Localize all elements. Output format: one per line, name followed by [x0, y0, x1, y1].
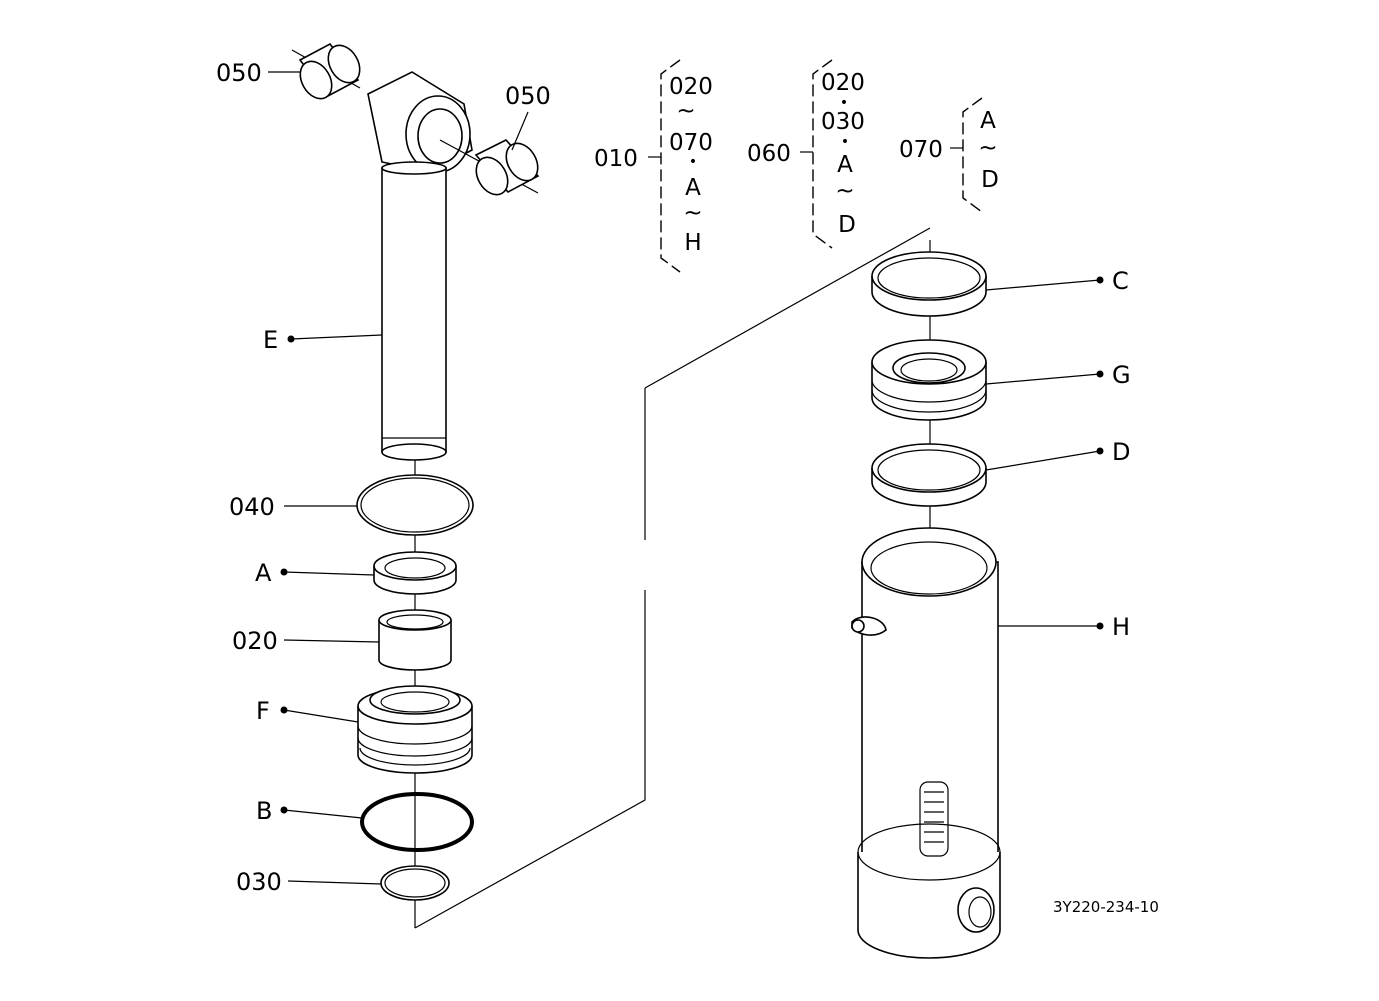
- leader-dot: [1096, 370, 1104, 378]
- group-060-line-4: •: [841, 134, 849, 150]
- leader-dot: [1096, 447, 1104, 455]
- group-060-line-3: 030: [821, 109, 865, 135]
- leader-dot: [280, 706, 288, 714]
- group-010-line-5: A: [685, 175, 701, 201]
- group-bracket-010: [660, 59, 681, 273]
- leader-line: [290, 334, 383, 340]
- rod-cover-f: [357, 685, 473, 774]
- leader-line: [287, 880, 382, 885]
- group-010-line-1: 020: [669, 74, 713, 100]
- group-010-line-7: H: [684, 230, 701, 256]
- label-050-left: 050: [216, 59, 262, 87]
- leader-dot: [280, 568, 288, 576]
- leader-line: [985, 279, 1101, 291]
- label-020: 020: [232, 627, 278, 655]
- group-label-060: 060: [747, 141, 791, 167]
- label-030: 030: [236, 868, 282, 896]
- rod-eye: [367, 71, 473, 173]
- bushing-050-right: [439, 139, 540, 196]
- ring-d: [871, 443, 987, 507]
- label-040: 040: [229, 493, 275, 521]
- group-010-line-4: •: [689, 154, 697, 170]
- leader-line: [283, 571, 375, 576]
- group-060-line-6: ~: [835, 178, 854, 204]
- group-010-line-2: ~: [676, 98, 695, 124]
- seal-kit-a: [373, 551, 457, 595]
- assembly-boundary-line: [414, 590, 646, 929]
- o-ring-b: [360, 792, 474, 852]
- piston-rod: [381, 161, 447, 461]
- leader-dot: [1096, 622, 1104, 630]
- label-a: A: [255, 559, 272, 587]
- leader-line: [283, 639, 380, 643]
- leader-dot: [280, 806, 288, 814]
- label-b: B: [256, 797, 272, 825]
- label-c: C: [1112, 267, 1129, 295]
- group-bracket-070: [962, 97, 983, 213]
- group-070-line-3: D: [981, 167, 999, 193]
- piston-g: [871, 339, 987, 421]
- label-f: F: [256, 697, 270, 725]
- group-010-line-6: ~: [683, 200, 702, 226]
- group-070-line-1: A: [980, 108, 996, 134]
- group-bracket-060: [812, 59, 833, 249]
- group-060-line-2: •: [840, 95, 848, 111]
- leader-line: [511, 111, 529, 151]
- ring-040: [356, 474, 474, 536]
- leader-line: [985, 373, 1101, 385]
- label-h: H: [1112, 613, 1130, 641]
- label-d: D: [1112, 438, 1130, 466]
- assembly-boundary-line: [644, 227, 931, 389]
- group-label-070: 070: [899, 137, 943, 163]
- group-060-line-5: A: [837, 152, 853, 178]
- label-050-right: 050: [505, 82, 551, 110]
- leader-line: [283, 809, 363, 819]
- leader-dot: [287, 335, 295, 343]
- group-label-010: 010: [594, 146, 638, 172]
- bushing-050-left: [291, 42, 361, 100]
- bushing-020: [378, 609, 452, 671]
- group-010-line-3: 070: [669, 130, 713, 156]
- label-g: G: [1112, 361, 1131, 389]
- leader-line: [985, 450, 1101, 471]
- leader-dot: [1096, 276, 1104, 284]
- ring-030: [380, 865, 450, 901]
- drawing-code: 3Y220-234-10: [1053, 898, 1159, 916]
- label-e: E: [263, 326, 278, 354]
- group-060-line-1: 020: [821, 70, 865, 96]
- cylinder-tube-h: [851, 527, 1001, 959]
- group-060-line-7: D: [838, 212, 856, 238]
- ring-c: [871, 251, 987, 317]
- group-070-line-2: ~: [978, 135, 997, 161]
- leader-line: [283, 709, 359, 723]
